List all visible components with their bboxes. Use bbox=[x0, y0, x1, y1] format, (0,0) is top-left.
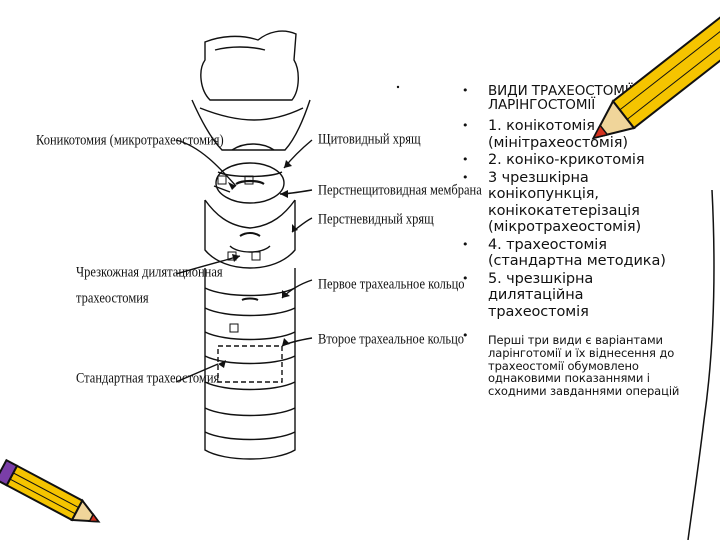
label-thyroid-cartilage: Щитовидный хрящ bbox=[318, 131, 421, 148]
label-cricoid-cartilage: Перстневидный хрящ bbox=[318, 211, 434, 228]
pencil-bottom-icon bbox=[0, 458, 101, 523]
label-percutaneous-line2: трахеостомия bbox=[76, 290, 149, 307]
list-item-note: Перші три види є варіантами ларінготомії… bbox=[462, 330, 680, 398]
list-item-5: 5. чрезшкірна дилятаційна трахеостомія bbox=[462, 271, 680, 321]
label-percutaneous-line1: Чрезкожная дилятационная bbox=[76, 264, 223, 281]
label-first-ring: Первое трахеальное кольцо bbox=[318, 276, 465, 293]
label-second-ring: Второе трахеальное кольцо bbox=[318, 331, 465, 348]
list-item-3: 3 чрезшкірна конікопункція, конікокатете… bbox=[462, 170, 680, 236]
list-item-4: 4. трахеостомія (стандартна методика) bbox=[462, 237, 680, 270]
list-item-heading: ВИДИ ТРАХЕОСТОМІЇ І ЛАРІНГОСТОМІЇ bbox=[462, 84, 680, 112]
curve-decoration-icon bbox=[687, 190, 715, 540]
label-conicotomy: Коникотомия (микротрахеостомия) bbox=[36, 132, 224, 149]
label-cricothyroid-membrane: Перстнещитовидная мембрана bbox=[318, 182, 482, 199]
pencil-icon bbox=[591, 7, 720, 140]
larynx-illustration bbox=[175, 30, 400, 460]
list-item-2: 2. коніко-крикотомія bbox=[462, 152, 680, 169]
label-standard-tracheostomy: Стандартная трахеостомия bbox=[76, 370, 220, 387]
larynx-trachea-diagram: Коникотомия (микротрахеостомия) Щитовидн… bbox=[36, 30, 482, 460]
content-list: ВИДИ ТРАХЕОСТОМІЇ І ЛАРІНГОСТОМІЇ 1. кон… bbox=[462, 84, 680, 399]
